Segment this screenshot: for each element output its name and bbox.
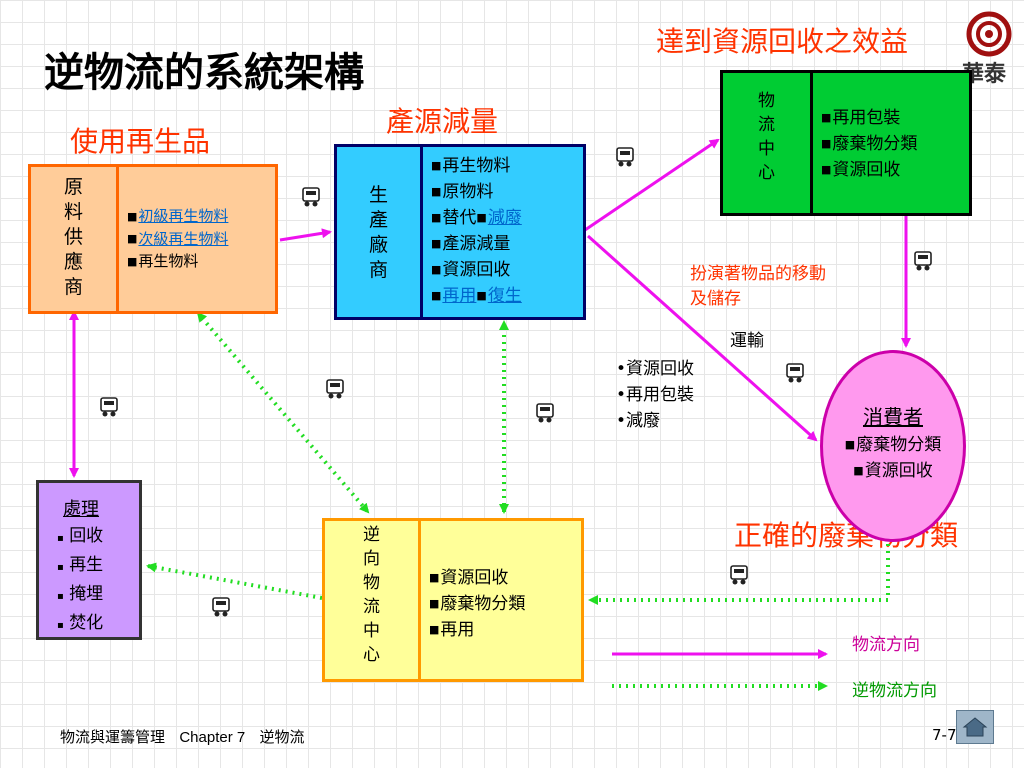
source-reduction-note: 產源減量: [386, 105, 499, 138]
page-number: 7-7: [932, 726, 957, 744]
arrow-reverse-to-processing: [146, 562, 323, 600]
arrow-reverse-supplier: [196, 311, 370, 514]
processing-box: 處理 ▪ 回收 ▪ 再生 ▪ 掩埋 ▪ 焚化: [36, 480, 142, 640]
transport-label: 運輸: [730, 331, 764, 351]
manufacturer-item[interactable]: ■替代■減廢: [431, 208, 522, 228]
logistics-item: ■資源回收: [821, 160, 901, 180]
legend-reverse-label: 逆物流方向: [852, 681, 937, 701]
arrow-manufacturer-to-logistics: [584, 138, 720, 232]
processing-item: ▪ 焚化: [57, 613, 104, 633]
reverse-center-box: 逆 向 物 流 中 心 ■資源回收 ■廢棄物分類 ■再用: [322, 518, 584, 682]
reverse-center-label: 逆 向 物 流 中 心: [325, 521, 421, 679]
consumer-item: ■廢棄物分類: [844, 435, 942, 455]
supplier-item[interactable]: ■次級再生物料: [127, 229, 229, 248]
supplier-label: 原 料 供 應 商: [31, 167, 119, 311]
truck-icon: [324, 378, 346, 400]
supplier-item: ■再生物料: [127, 252, 199, 270]
logistics-center-items: ■再用包裝 ■廢棄物分類 ■資源回收: [813, 73, 917, 213]
manufacturer-item[interactable]: ■再用■復生: [431, 286, 522, 306]
processing-item: ▪ 掩埋: [57, 584, 104, 604]
supplier-box: 原 料 供 應 商 ■初級再生物料 ■次級再生物料 ■再生物料: [28, 164, 278, 314]
consumer-title: 消費者: [863, 405, 923, 429]
truck-icon: [534, 402, 556, 424]
truck-icon: [912, 250, 934, 272]
manufacturer-label: 生 產 廠 商: [337, 147, 423, 317]
arrow-bullet-list: •資源回收 •再用包裝 •減廢: [616, 356, 694, 434]
legend-forward-label: 物流方向: [852, 635, 920, 655]
logistics-center-label: 物 流 中 心: [723, 73, 813, 213]
home-icon: [962, 717, 988, 737]
use-recycled-note: 使用再生品: [70, 125, 211, 158]
logistics-item: ■廢棄物分類: [821, 134, 918, 154]
truck-icon: [98, 396, 120, 418]
manufacturer-item: ■再生物料: [431, 156, 511, 176]
arrow-list-item: •再用包裝: [616, 385, 695, 405]
consumer-item: ■資源回收: [853, 461, 933, 481]
reverse-item: ■廢棄物分類: [429, 594, 526, 614]
logistics-item: ■再用包裝: [821, 108, 901, 128]
benefit-note: 達到資源回收之效益: [656, 25, 909, 58]
processing-item: ▪ 回收: [57, 526, 104, 546]
processing-item: ▪ 再生: [57, 555, 104, 575]
truck-icon: [784, 362, 806, 384]
arrow-supplier-to-manufacturer: [279, 228, 332, 242]
supplier-items: ■初級再生物料 ■次級再生物料 ■再生物料: [119, 167, 228, 311]
logo: 華泰: [956, 8, 1022, 87]
page-title: 逆物流的系統架構: [44, 50, 364, 96]
manufacturer-box: 生 產 廠 商 ■再生物料 ■原物料 ■替代■減廢 ■產源減量 ■資源回收 ■再…: [334, 144, 586, 320]
home-button[interactable]: [956, 710, 994, 744]
supplier-item[interactable]: ■初級再生物料: [127, 207, 229, 225]
truck-icon: [614, 146, 636, 168]
logo-emblem-icon: [966, 11, 1012, 57]
footer: 物流與運籌管理 Chapter 7 逆物流: [60, 728, 305, 746]
arrow-manufacturer-to-consumer: [586, 234, 818, 442]
processing-title: 處理: [63, 499, 99, 520]
manufacturer-item: ■產源減量: [431, 234, 511, 254]
arrow-list-item: •減廢: [616, 411, 661, 431]
moving-storage-note: 扮演著物品的移動 及儲存: [690, 264, 826, 309]
manufacturer-item: ■原物料: [431, 182, 494, 202]
reverse-center-items: ■資源回收 ■廢棄物分類 ■再用: [421, 521, 525, 679]
manufacturer-items: ■再生物料 ■原物料 ■替代■減廢 ■產源減量 ■資源回收 ■再用■復生: [423, 147, 522, 317]
manufacturer-item: ■資源回收: [431, 260, 511, 280]
logistics-center-box: 物 流 中 心 ■再用包裝 ■廢棄物分類 ■資源回收: [720, 70, 972, 216]
arrow-consumer-to-reverse: [588, 544, 890, 605]
reverse-item: ■再用: [429, 620, 475, 640]
truck-icon: [210, 596, 232, 618]
reverse-item: ■資源回收: [429, 568, 509, 588]
consumer-node: 消費者 ■廢棄物分類 ■資源回收: [820, 350, 966, 542]
truck-icon: [728, 564, 750, 586]
truck-icon: [300, 186, 322, 208]
arrow-list-item: •資源回收: [616, 359, 695, 379]
